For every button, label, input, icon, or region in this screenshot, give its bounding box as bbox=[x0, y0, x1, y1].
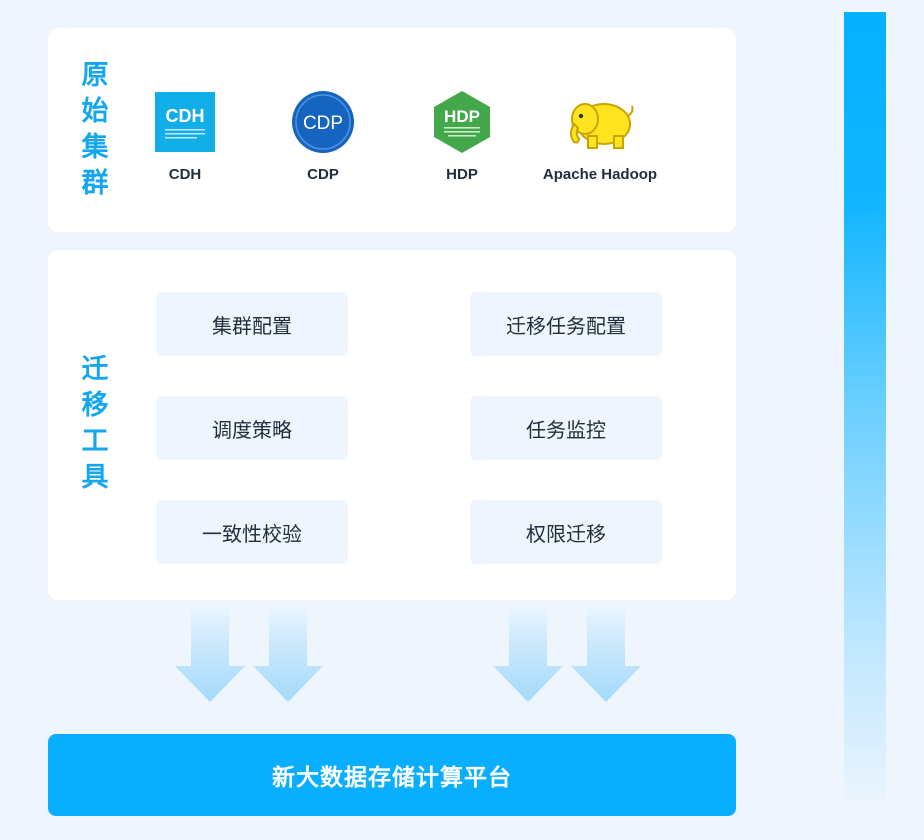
original-clusters-label: 原 始 集 群 bbox=[81, 60, 109, 199]
down-arrow-icon bbox=[175, 606, 245, 702]
svg-text:CDH: CDH bbox=[166, 106, 205, 126]
down-arrow-icon bbox=[253, 606, 323, 702]
tool-task-monitoring[interactable]: 任务监控 bbox=[470, 396, 662, 460]
side-gradient-bar bbox=[844, 12, 886, 802]
tool-cluster-config[interactable]: 集群配置 bbox=[156, 292, 348, 356]
original-clusters-panel: 原 始 集 群 CDH CDH CDP bbox=[48, 28, 736, 232]
cluster-cdp-caption: CDP bbox=[307, 166, 339, 183]
cluster-cdh-caption: CDH bbox=[168, 166, 202, 183]
cluster-cdp: CDP CDP bbox=[253, 90, 393, 183]
migration-tools-panel: 迁 移 工 具 集群配置 迁移任务配置 调度策略 任务监控 一致性校验 权限迁移 bbox=[48, 250, 736, 600]
cluster-hdp: HDP HDP bbox=[392, 90, 532, 183]
cdh-logo-icon: CDH bbox=[155, 92, 215, 152]
tool-permission-migration[interactable]: 权限迁移 bbox=[470, 500, 662, 564]
hdp-logo-icon: HDP bbox=[434, 91, 490, 153]
cluster-apache-hadoop: Apache Hadoop bbox=[530, 90, 670, 183]
migration-flow-arrows bbox=[175, 606, 641, 702]
cluster-cdh: CDH CDH bbox=[115, 90, 255, 183]
cluster-apache-hadoop-caption: Apache Hadoop bbox=[542, 166, 658, 183]
cdp-logo-icon: CDP bbox=[292, 91, 354, 153]
tool-consistency-check[interactable]: 一致性校验 bbox=[156, 500, 348, 564]
svg-text:CDP: CDP bbox=[303, 113, 343, 134]
tool-scheduling-strategy[interactable]: 调度策略 bbox=[156, 396, 348, 460]
svg-text:HDP: HDP bbox=[444, 107, 480, 126]
down-arrow-icon bbox=[493, 606, 563, 702]
tool-migration-task-config[interactable]: 迁移任务配置 bbox=[470, 292, 662, 356]
migration-tools-label: 迁 移 工 具 bbox=[81, 354, 109, 493]
hadoop-elephant-icon bbox=[570, 103, 634, 149]
cluster-hdp-caption: HDP bbox=[446, 166, 478, 183]
down-arrow-icon bbox=[571, 606, 641, 702]
new-platform-bar: 新大数据存储计算平台 bbox=[48, 734, 736, 816]
